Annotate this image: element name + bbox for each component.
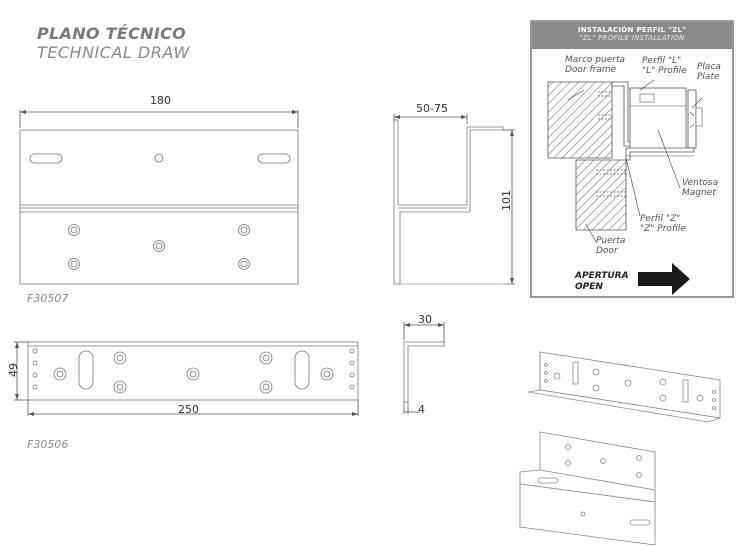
label-magnet-en: Magnet — [682, 188, 716, 198]
z-profile-side-view — [393, 114, 515, 285]
l-profile-isometric — [527, 351, 721, 423]
label-z-profile-es: Perfil "Z" — [640, 214, 681, 224]
label-door: Puerta Door — [596, 236, 625, 256]
dimension-50-75: 50-75 — [416, 102, 448, 115]
dimension-30: 30 — [418, 313, 432, 326]
installation-title: INSTALACIÓN PERFIL "ZL" — [577, 26, 687, 34]
open-arrow — [638, 263, 690, 295]
dimension-49: 49 — [7, 363, 20, 377]
label-plate: Placa Plate — [697, 62, 721, 82]
label-magnet: Ventosa Magnet — [682, 178, 718, 198]
dimension-180: 180 — [150, 94, 171, 107]
label-l-profile: Perfil "L" "L" Profile — [642, 56, 687, 76]
title-spanish: PLANO TÉCNICO — [37, 24, 187, 43]
dimension-4: 4 — [418, 403, 425, 416]
l-profile-front-view — [14, 341, 359, 416]
label-magnet-es: Ventosa — [682, 178, 719, 188]
installation-diagram — [547, 79, 703, 295]
part-code-top: F30507 — [27, 292, 69, 305]
installation-subtitle: "ZL" PROFILE INSTALLATION — [579, 34, 685, 42]
label-open: APERTURA OPEN — [575, 271, 629, 293]
title-english: TECHNICAL DRAW — [37, 43, 190, 62]
label-door-frame: Marco puerta Door frame — [565, 55, 625, 75]
plate — [687, 89, 697, 149]
z-profile — [625, 147, 695, 161]
dimension-250: 250 — [178, 403, 199, 416]
label-door-frame-en: Door frame — [565, 65, 617, 75]
dimension-101: 101 — [500, 190, 513, 211]
label-door-en: Door — [596, 246, 618, 256]
installation-panel: INSTALACIÓN PERFIL "ZL" "ZL" PROFILE INS… — [530, 20, 734, 298]
label-l-profile-en: "L" Profile — [642, 66, 687, 76]
z-profile-isometric — [519, 431, 656, 546]
label-z-profile-en: "Z" Profile — [640, 224, 686, 234]
label-z-profile: Perfil "Z" "Z" Profile — [640, 214, 686, 234]
label-plate-en: Plate — [697, 72, 720, 82]
l-profile-side-view — [403, 322, 445, 414]
label-open-en: OPEN — [575, 282, 603, 292]
part-code-bottom: F30506 — [27, 438, 69, 451]
label-l-profile-es: Perfil "L" — [642, 56, 682, 66]
installation-panel-header: INSTALACIÓN PERFIL "ZL" "ZL" PROFILE INS… — [532, 22, 732, 49]
zl-profile-front-view — [19, 110, 299, 285]
label-door-frame-es: Marco puerta — [565, 55, 625, 65]
label-plate-es: Placa — [697, 62, 721, 72]
door — [575, 159, 627, 231]
label-door-es: Puerta — [596, 236, 626, 246]
door-frame — [547, 81, 613, 159]
label-open-es: APERTURA — [575, 271, 629, 281]
magnet — [629, 87, 687, 151]
